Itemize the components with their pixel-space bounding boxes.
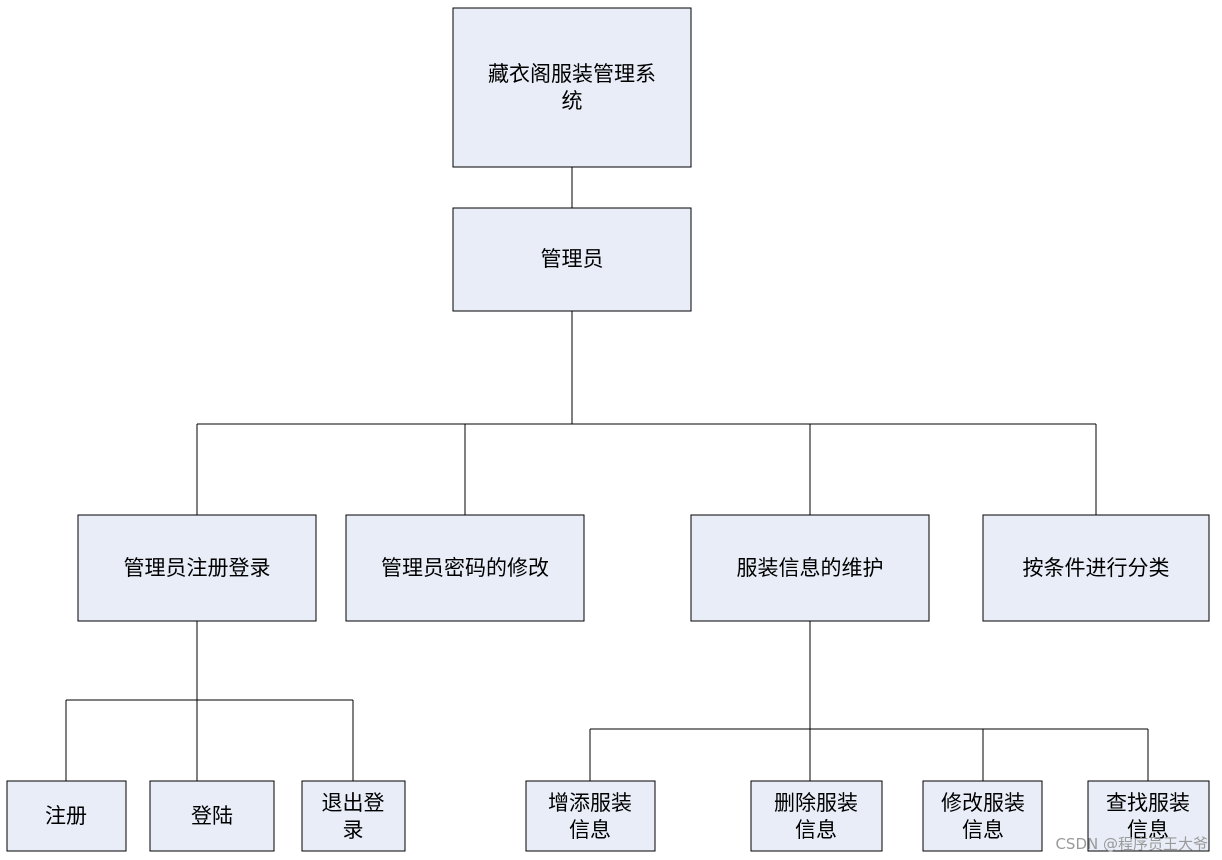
node-search-line2: 信息 [1127,818,1169,842]
node-classify-box [982,514,1210,622]
node-add-line1: 增添服装 [548,791,632,815]
node-delete-box [750,780,883,852]
node-admin-label: 管理员 [541,247,604,271]
watermark: CSDN @程序员王大爷 [1055,835,1208,853]
node-register-box [6,780,127,852]
node-logout-line1: 退出登 [322,791,385,815]
node-add-box [525,780,656,852]
node-register-label: 注册 [45,804,87,828]
node-root-line2: 统 [562,89,583,113]
node-clothing-maint-box [690,514,930,622]
node-pwd-change-box [345,514,585,622]
node-logout-box [301,780,406,852]
node-root-line1: 藏衣阁服装管理系 [488,62,656,86]
node-pwd-change-label: 管理员密码的修改 [381,556,549,580]
boxes [6,7,1210,852]
node-modify-line2: 信息 [962,818,1004,842]
node-delete-line1: 删除服装 [774,791,858,815]
node-search-line1: 查找服装 [1106,791,1190,815]
labels: 藏衣阁服装管理系 统 管理员 管理员注册登录 管理员密码的修改 服装信息的维护 … [45,62,1190,842]
node-modify-box [922,780,1043,852]
node-login-box [149,780,275,852]
node-search-box [1087,780,1210,852]
node-delete-line2: 信息 [795,818,837,842]
node-classify-label: 按条件进行分类 [1023,556,1170,580]
node-add-line2: 信息 [569,818,611,842]
connectors [65,167,1149,781]
node-login-label: 登陆 [191,804,233,828]
node-reg-login-label: 管理员注册登录 [124,556,271,580]
node-root-box [452,7,692,168]
node-clothing-maint-label: 服装信息的维护 [737,556,884,580]
node-logout-line2: 录 [343,818,364,842]
node-modify-line1: 修改服装 [941,791,1025,815]
node-admin-box [452,207,692,312]
node-reg-login-box [77,514,317,622]
